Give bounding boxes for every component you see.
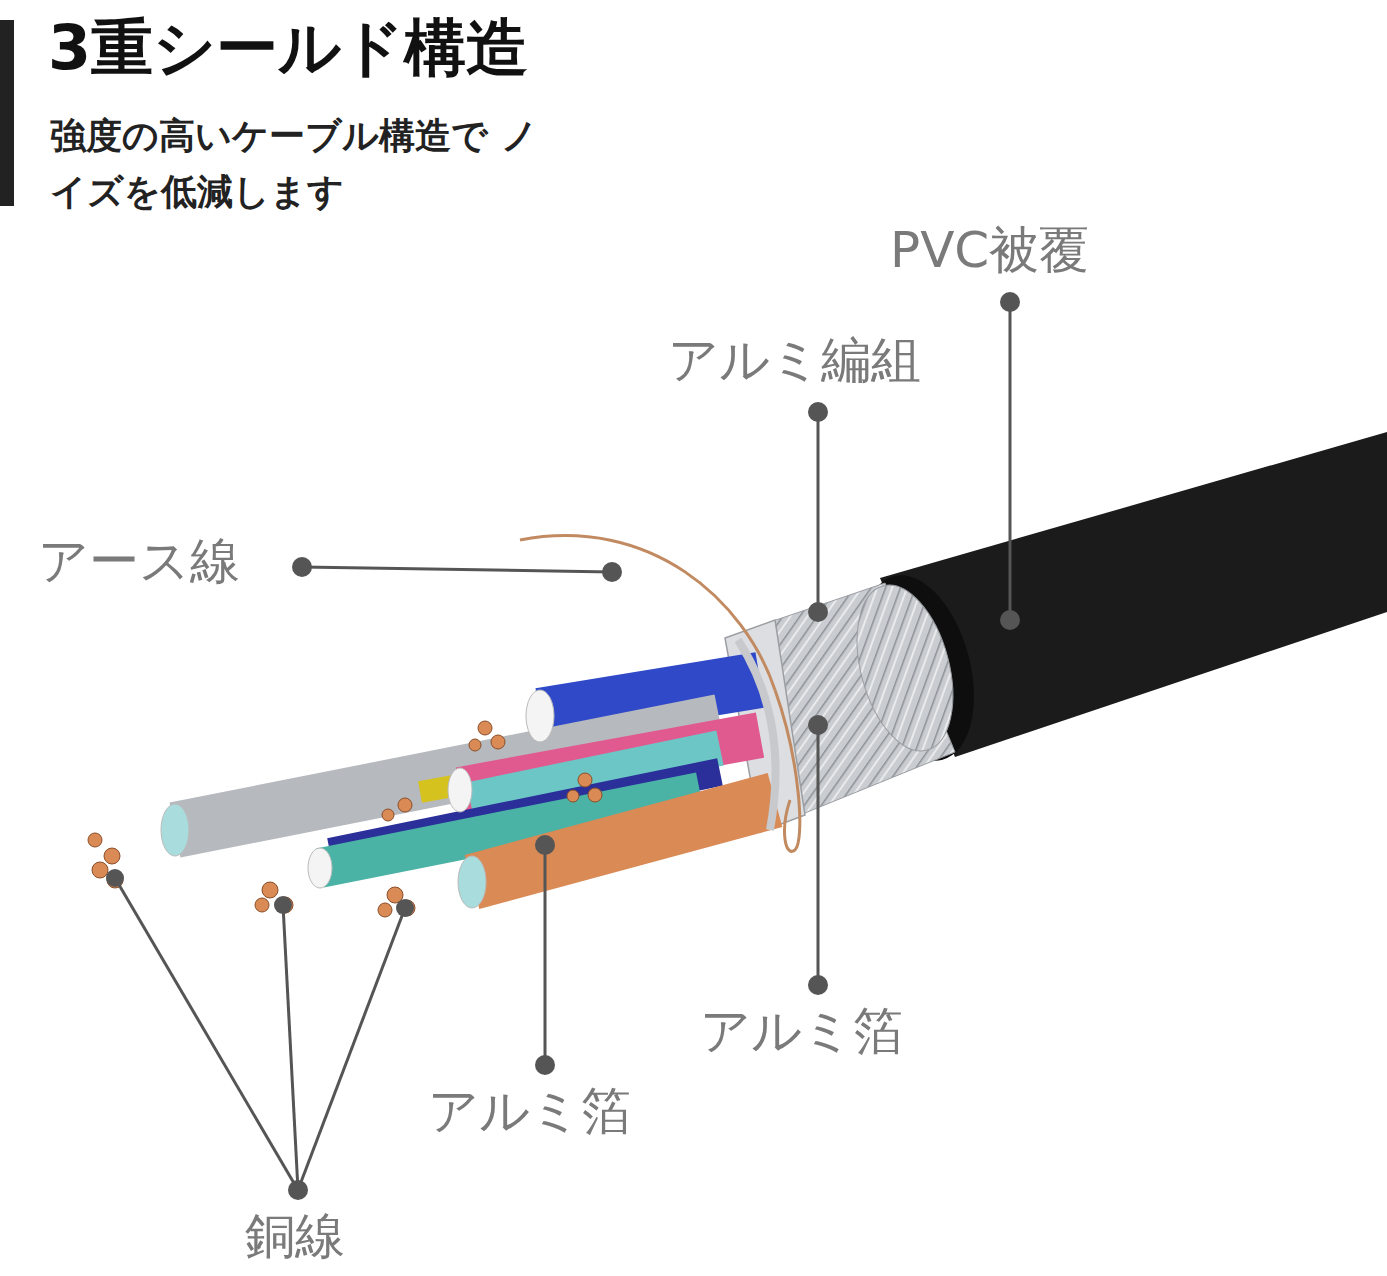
braid-end <box>840 575 969 762</box>
part-label: 銅線 <box>245 1208 345 1266</box>
wire-bundle <box>161 680 775 908</box>
leader-dots <box>106 292 1020 1200</box>
part-label: アース線 <box>38 533 240 591</box>
leader-lines <box>115 302 1010 1190</box>
part-label: アルミ編組 <box>668 332 921 390</box>
page-title: 3重シールド構造 <box>48 14 528 82</box>
earth-wire-front <box>775 690 800 851</box>
part-label: アルミ箔 <box>700 1003 903 1061</box>
part-label: アルミ箔 <box>428 1083 631 1141</box>
copper-strands <box>88 721 602 917</box>
part-label: PVC被覆 <box>890 222 1089 280</box>
title-bar <box>0 20 14 206</box>
page-caption: 強度の高いケーブル構造で ノイズを低減します <box>50 108 540 220</box>
aluminium-foil-inner <box>738 640 776 830</box>
